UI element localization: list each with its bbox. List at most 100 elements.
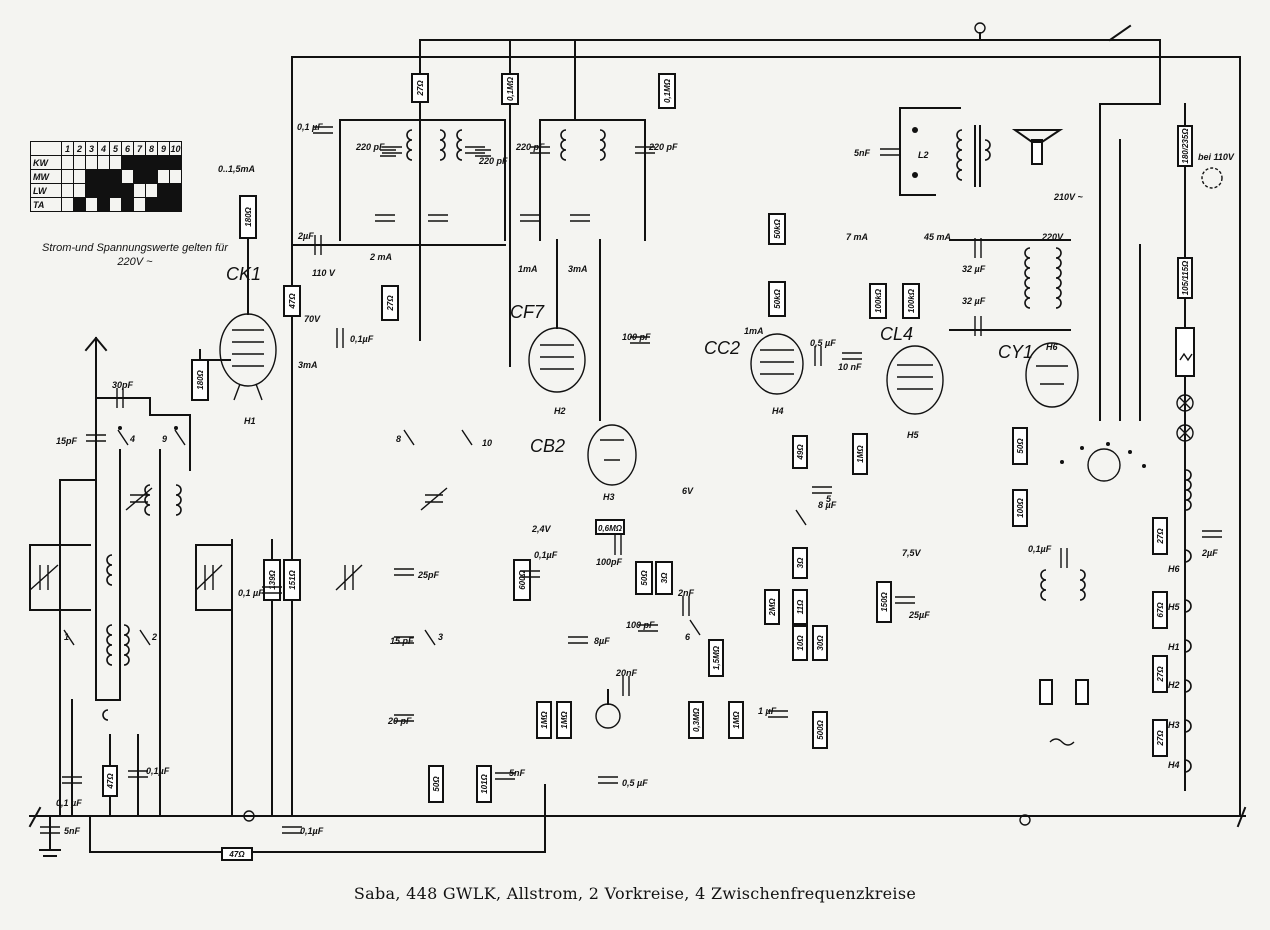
- tube-cl4-heater: H5: [907, 430, 919, 440]
- capacitor-value: 0,1µF: [534, 550, 558, 560]
- capacitor-plates: [465, 146, 485, 154]
- resistor-body: [536, 701, 552, 739]
- capacitor-plates: [282, 826, 302, 834]
- resistor-body: [513, 559, 531, 601]
- capacitor: 0,1µF: [1028, 544, 1068, 568]
- tube-cf7: [528, 239, 586, 393]
- value-label: 1mA: [518, 264, 538, 274]
- resistor-body: [1152, 591, 1168, 629]
- resistor-body: [476, 765, 492, 803]
- resistor-body: [768, 213, 786, 245]
- resistor-value: 27Ω: [1156, 528, 1165, 545]
- tube-cc2-label: CC2: [704, 338, 740, 358]
- resistor-body: [869, 283, 887, 319]
- capacitor-value: 0,1 µF: [56, 798, 82, 808]
- capacitor: 8 µF: [812, 486, 837, 510]
- legend-cell: [169, 155, 182, 170]
- capacitor: 0,1 µF: [297, 122, 333, 134]
- legend-cell: [97, 197, 110, 212]
- capacitor: 8µF: [568, 636, 610, 646]
- resistor-body: [1152, 655, 1168, 693]
- resistor: 47Ω: [221, 847, 253, 861]
- capacitor: 5nF: [854, 148, 900, 158]
- resistor-body: [792, 547, 808, 579]
- capacitor-plates: [394, 714, 414, 722]
- resistor: 3Ω: [655, 561, 673, 595]
- capacitor-value: 0,5 µF: [810, 338, 836, 348]
- capacitor-plates: [974, 238, 982, 258]
- capacitor-plates: [495, 772, 515, 780]
- value-label: 7 mA: [846, 232, 868, 242]
- resistor: 67Ω: [1152, 591, 1168, 629]
- capacitor-plates: [86, 434, 106, 442]
- band-switches: [63, 426, 807, 656]
- chassis-terminal-icon: [243, 810, 255, 822]
- capacitor-plates: [314, 235, 322, 255]
- resistor-value: 0,1MΩ: [506, 76, 515, 101]
- resistor-body: [191, 359, 209, 401]
- resistor-value: 50Ω: [1016, 438, 1025, 454]
- value-label: 2 mA: [369, 252, 392, 262]
- capacitor-plates: [598, 776, 618, 784]
- resistor-value: 30Ω: [816, 635, 825, 651]
- value-label: 110 V: [312, 268, 336, 278]
- capacitor-plates: [974, 316, 982, 336]
- resistor-body: [852, 433, 868, 475]
- capacitor-value: 5nF: [854, 148, 871, 158]
- speaker-icon: [1011, 129, 1064, 165]
- resistor: 100kΩ: [869, 283, 887, 319]
- value-label: 220V: [1041, 232, 1064, 242]
- value-label: 0..1,5mA: [218, 164, 255, 174]
- capacitor: 0,5 µF: [598, 776, 648, 788]
- resistor: 27Ω: [1152, 719, 1168, 757]
- resistor: 0,1MΩ: [658, 73, 676, 109]
- resistor-body: [283, 285, 301, 317]
- mains-terminal-icon: [974, 22, 986, 34]
- resistor-body: [812, 625, 828, 661]
- value-label: 6V: [682, 486, 694, 496]
- capacitor-value: 15 pF: [390, 636, 414, 646]
- capacitor: 220 pF: [465, 146, 508, 166]
- capacitor-plates: [394, 568, 414, 576]
- resistor: 151Ω: [283, 559, 301, 601]
- variable-capacitors: [29, 487, 448, 591]
- tube-cl4: [886, 345, 944, 415]
- capacitor: 100 pF: [626, 620, 658, 632]
- value-label: 70V: [304, 314, 321, 324]
- legend-row-label: TA: [30, 197, 62, 212]
- resistor-value: 139Ω: [268, 569, 277, 589]
- resistor-value: 105/115Ω: [1181, 260, 1190, 295]
- resistor-body: [1152, 719, 1168, 757]
- capacitor-plates: [635, 146, 655, 154]
- capacitor: 5nF: [40, 826, 81, 836]
- resistor-value: 10Ω: [796, 635, 805, 651]
- resistor-value: 47Ω: [106, 773, 115, 790]
- resistor-value: 27Ω: [416, 80, 425, 97]
- legend-row: MW: [30, 169, 182, 184]
- capacitor-value: 0,1 µF: [297, 122, 323, 132]
- legend-cell: [121, 197, 134, 212]
- coil-l2-label: L2: [918, 150, 929, 160]
- capacitor: 220 pF: [515, 142, 550, 154]
- resistor-body: [263, 559, 281, 601]
- switch-1-label: 1: [64, 632, 69, 642]
- resistor: 105/115Ω: [1177, 257, 1193, 299]
- resistor-value: 0,3MΩ: [692, 707, 701, 732]
- capacitor: 20nF: [615, 668, 638, 696]
- capacitor-value: 25µF: [908, 610, 930, 620]
- resistor-body: [728, 701, 744, 739]
- capacitor-plates: [40, 826, 60, 834]
- switch-10-label: 10: [482, 438, 492, 448]
- resistor-value: 1MΩ: [856, 445, 865, 463]
- capacitor-value: 32 µF: [962, 296, 986, 306]
- capacitor-value: 30pF: [112, 380, 134, 390]
- resistor-value: 1MΩ: [540, 711, 549, 729]
- resistor-value: 150Ω: [880, 591, 889, 611]
- resistor-value: 100kΩ: [874, 288, 883, 313]
- bus-wires: [29, 39, 1246, 853]
- resistor-body: [658, 73, 676, 109]
- if-filter-1: [291, 119, 506, 246]
- capacitor: 10 nF: [838, 352, 862, 372]
- capacitor-value: 220 pF: [648, 142, 678, 152]
